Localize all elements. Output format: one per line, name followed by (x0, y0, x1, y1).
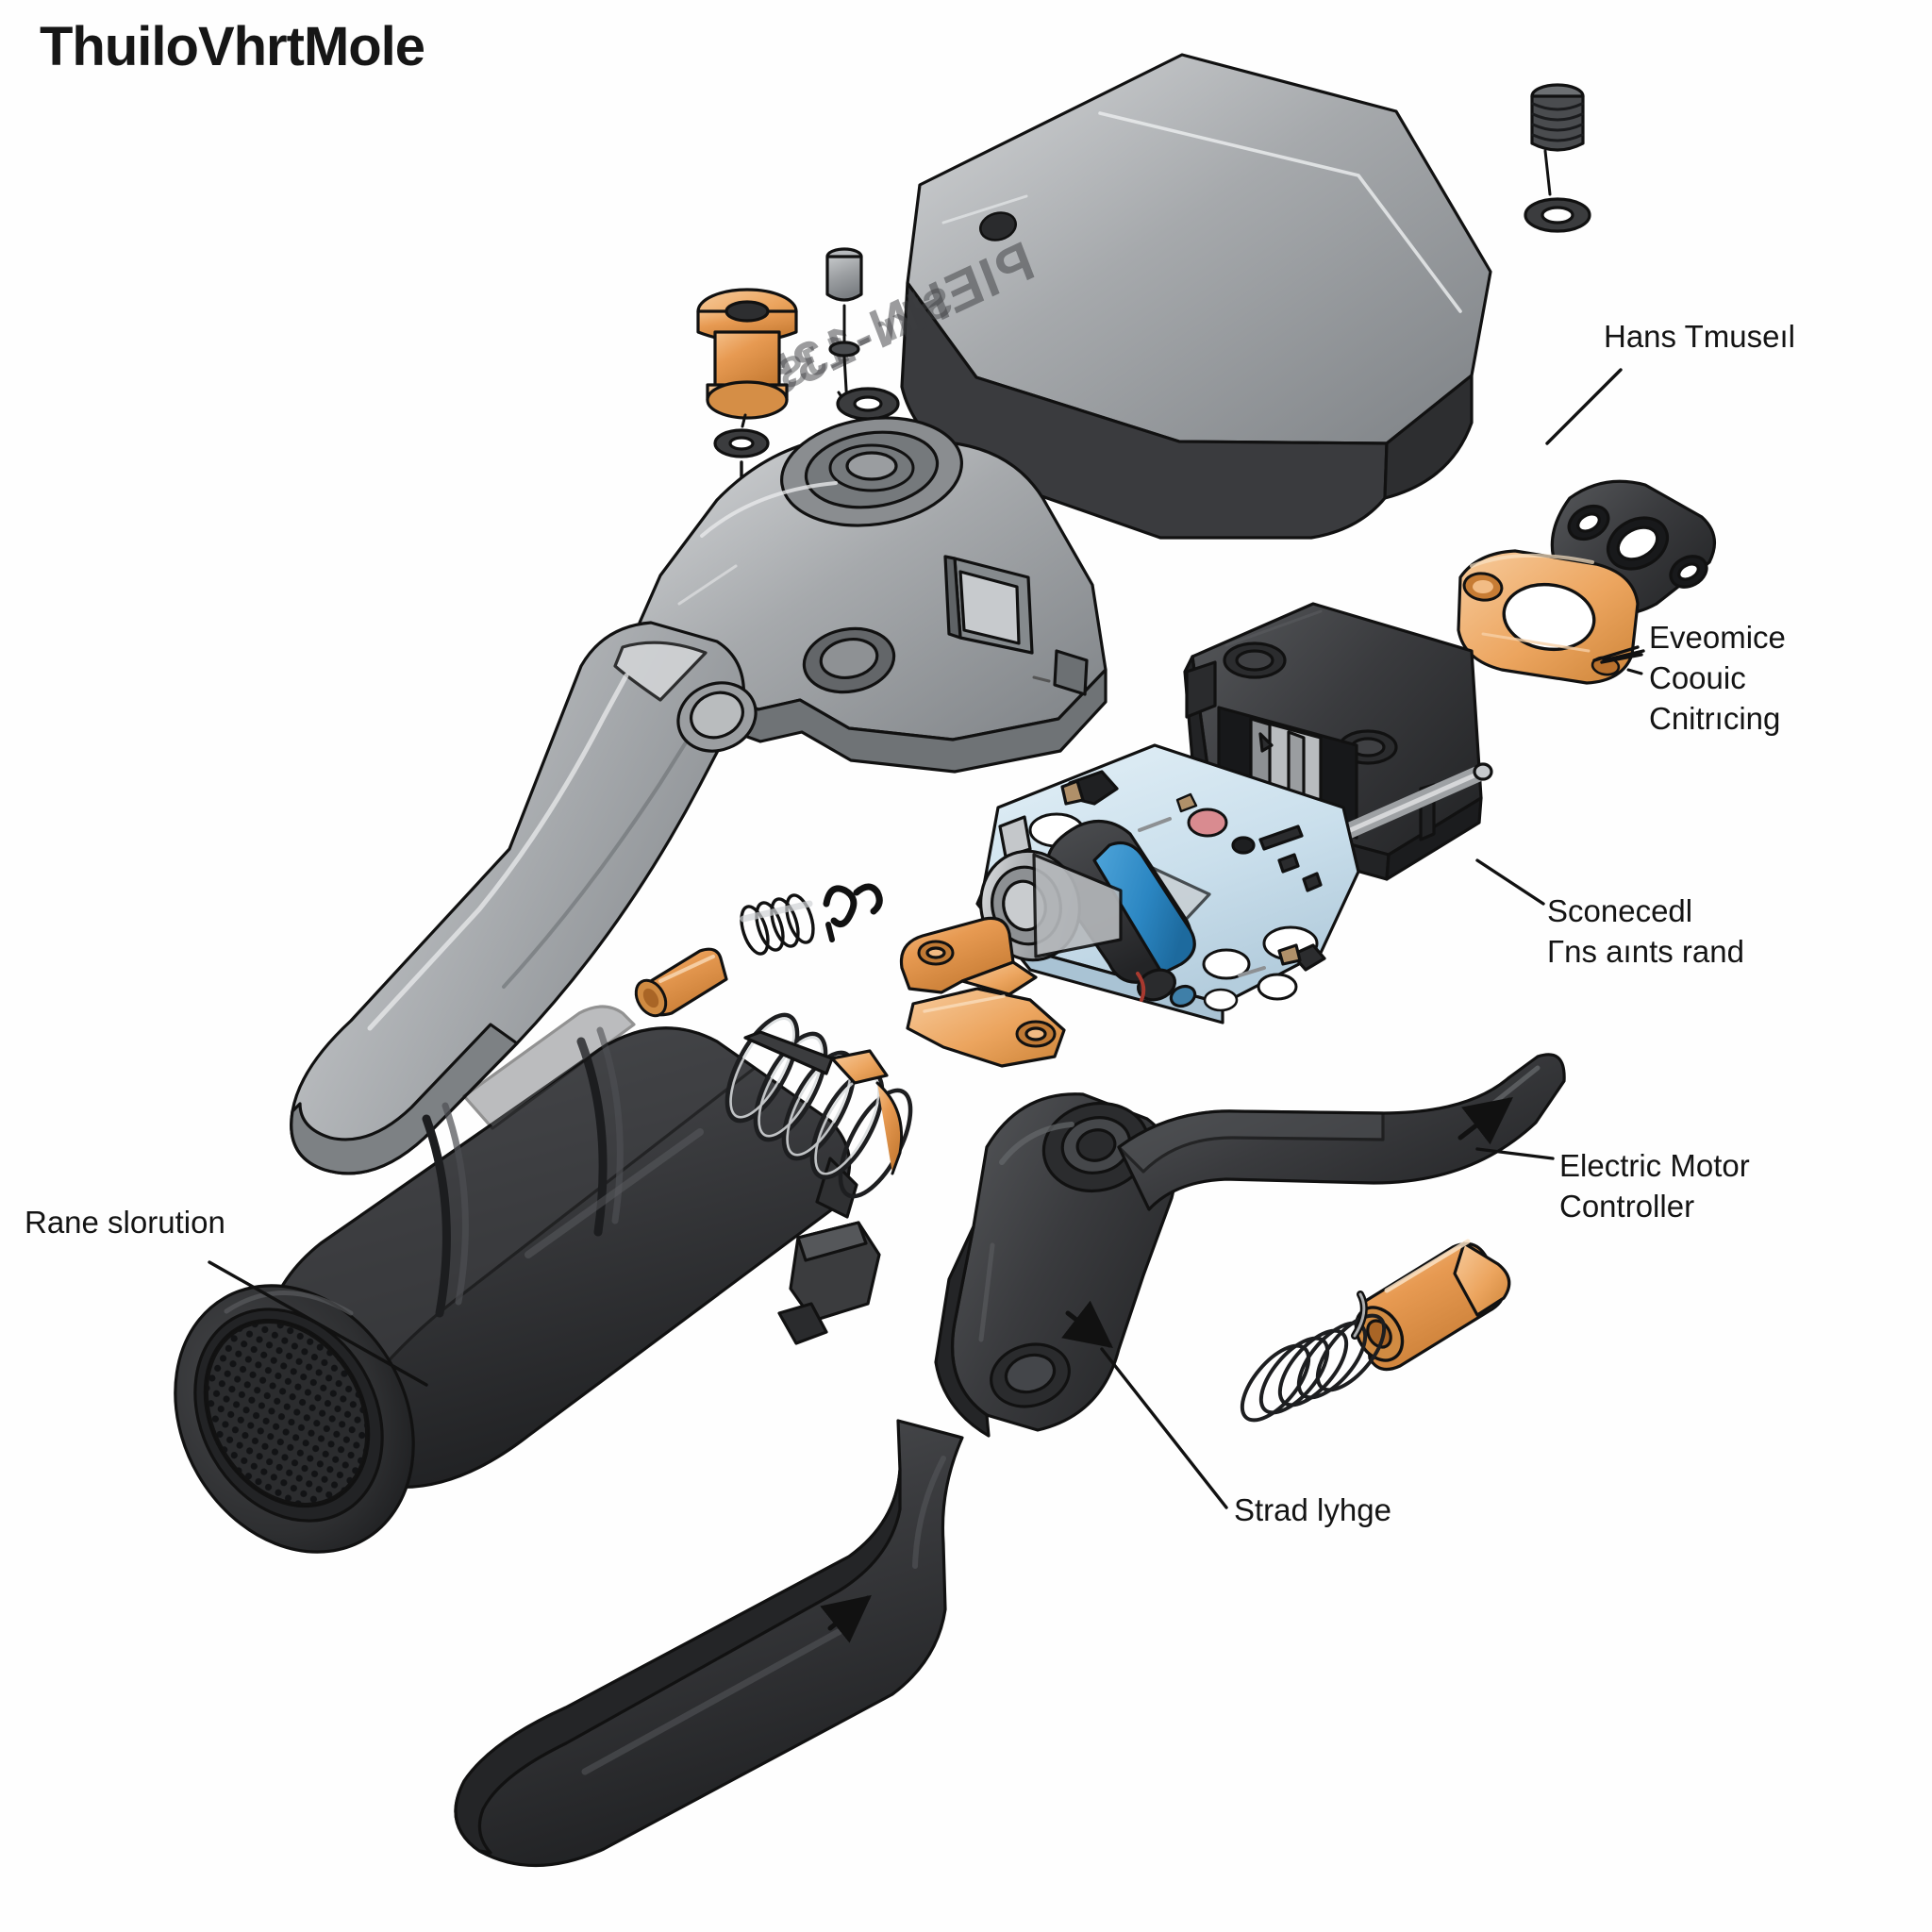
part-copper-clamp-ring (1457, 549, 1640, 685)
part-contact-strip-2 (906, 987, 1066, 1068)
part-copper-bushing (696, 288, 798, 420)
part-lever-body-black (934, 1092, 1177, 1438)
callout-rane-slorution: Rane slorution (25, 1205, 225, 1240)
part-pivot-bolt-copper (1354, 1239, 1511, 1372)
part-contact-strip-1 (899, 916, 1038, 996)
leader-lines (208, 368, 1645, 1509)
part-small-washer-a (713, 428, 770, 458)
part-set-screw (1530, 83, 1585, 152)
part-brake-lever-silver (290, 621, 758, 1175)
part-return-spring (724, 1012, 913, 1199)
part-lever-black (454, 1053, 1566, 1868)
part-wire-clip (823, 883, 883, 942)
callout-electric-motor-controller: Electric Motor Controller (1559, 1148, 1750, 1224)
page-title: ThuiloVhrtMole (40, 16, 425, 77)
part-clamp-bracket (638, 416, 1108, 774)
part-coil-spring-large (1240, 1291, 1387, 1423)
part-copper-pin-small (634, 947, 728, 1018)
callout-strad-lyhge: Strad lyhge (1234, 1492, 1391, 1527)
callout-sconecedl: Sconecedl Γns aınts rand (1547, 893, 1744, 969)
part-small-spring (740, 893, 815, 956)
part-small-washer-b (836, 387, 900, 421)
part-screw-washer (1524, 197, 1591, 233)
part-grip-end-cap (174, 1284, 415, 1554)
callout-eveomice-coouic: Eveomice Coouic Cnitrıcing (1649, 620, 1786, 736)
callout-hans-tmuseil: Hans Tmuseıl (1604, 319, 1795, 354)
